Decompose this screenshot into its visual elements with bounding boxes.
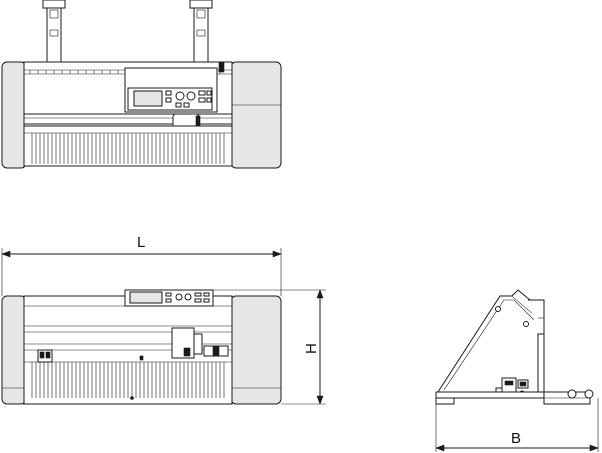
side-main-housing bbox=[437, 295, 539, 393]
side-knob-lower bbox=[523, 321, 529, 327]
side-connector-panel bbox=[495, 377, 529, 396]
depth-label: B bbox=[511, 430, 521, 447]
top-control-panel bbox=[124, 61, 225, 113]
front-lcd-display bbox=[129, 291, 163, 304]
front-control-panel bbox=[124, 289, 214, 307]
side-roll-right bbox=[584, 389, 594, 399]
side-knob-upper bbox=[495, 306, 501, 312]
dimension-l: L bbox=[1, 234, 282, 296]
top-right-end-cap bbox=[230, 61, 282, 169]
front-pinch-roller bbox=[37, 349, 53, 363]
length-label: L bbox=[137, 234, 145, 251]
side-base-plate bbox=[435, 391, 545, 399]
front-tool-carriage bbox=[171, 327, 229, 359]
dimension-h: H bbox=[213, 289, 326, 405]
top-view-plotter bbox=[1, 0, 282, 169]
front-apron-ribs bbox=[31, 362, 225, 398]
height-label: H bbox=[303, 343, 320, 354]
side-view-plotter bbox=[435, 289, 594, 405]
top-front-ribs bbox=[31, 133, 225, 164]
front-view-plotter bbox=[1, 289, 282, 405]
left-roll-support bbox=[42, 0, 66, 65]
top-lcd-display bbox=[133, 90, 163, 107]
top-left-end-cap bbox=[1, 61, 27, 169]
dimension-b: B bbox=[435, 398, 599, 452]
side-roll-left bbox=[567, 389, 577, 399]
right-roll-support bbox=[189, 0, 213, 65]
